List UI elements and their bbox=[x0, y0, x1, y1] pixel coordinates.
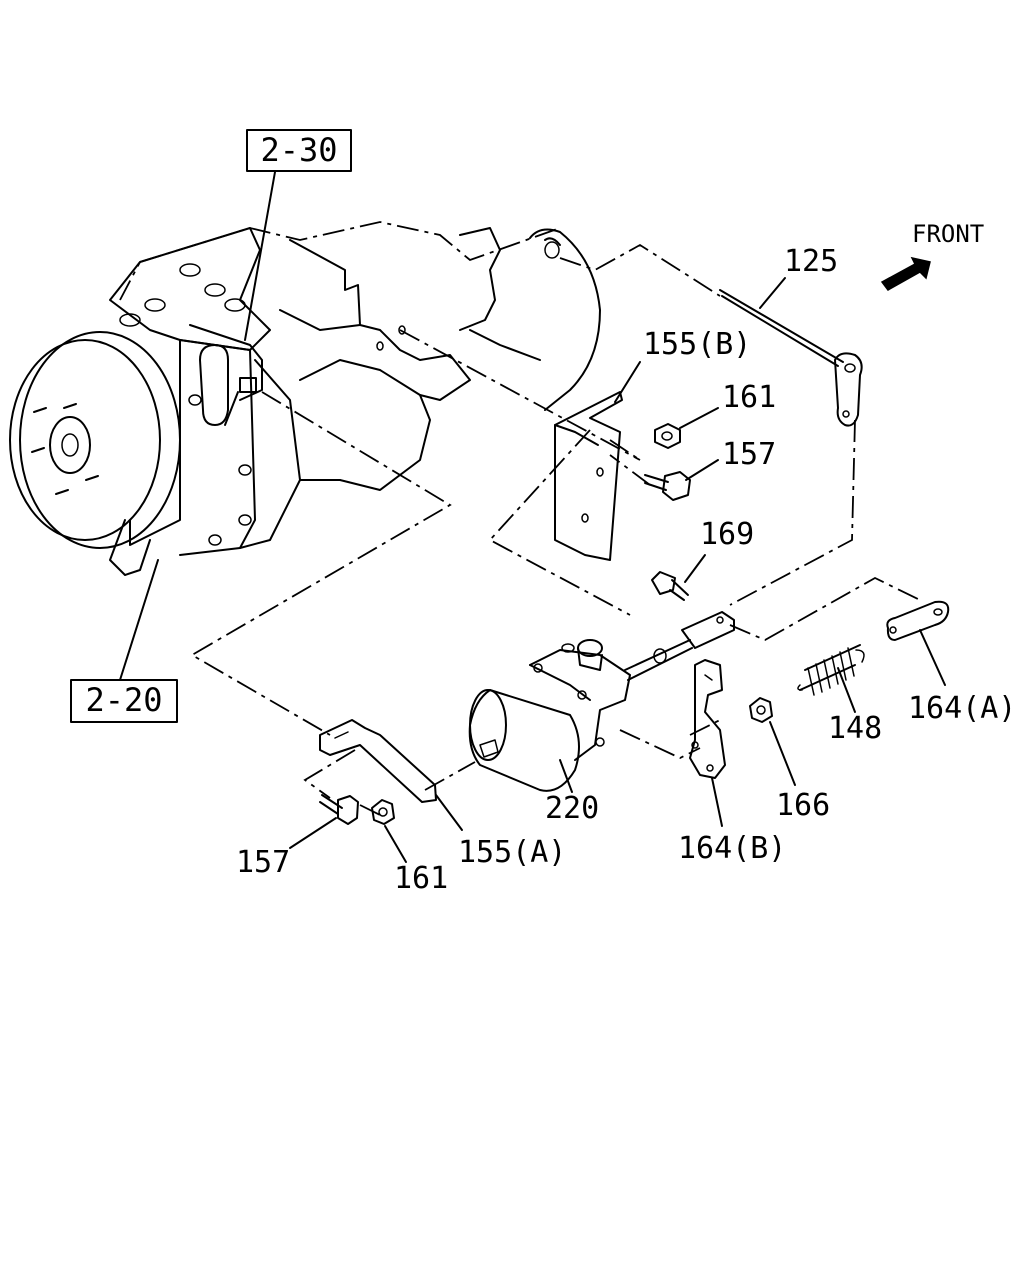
label-164a: 164(A) bbox=[908, 691, 1016, 726]
part-155b-bracket[interactable] bbox=[554, 391, 623, 561]
part-161-nut-top[interactable] bbox=[654, 423, 681, 449]
reference-2-20-label: 2-20 bbox=[85, 681, 162, 719]
label-125: 125 bbox=[784, 244, 838, 279]
reference-box-2-30[interactable]: 2-30 bbox=[246, 129, 352, 172]
part-161-nut-bottom[interactable] bbox=[371, 799, 395, 825]
part-157-bolt-top[interactable] bbox=[644, 471, 691, 501]
assembly-connection-lines bbox=[190, 243, 921, 816]
label-161-top: 161 bbox=[722, 380, 776, 415]
part-148-spring[interactable] bbox=[797, 644, 865, 696]
label-157-bottom: 157 bbox=[236, 845, 290, 880]
part-125-rod[interactable] bbox=[719, 289, 863, 427]
reference-box-2-20[interactable]: 2-20 bbox=[70, 679, 178, 723]
label-155b: 155(B) bbox=[643, 327, 751, 362]
label-157-top: 157 bbox=[722, 437, 776, 472]
front-direction-indicator: FRONT bbox=[880, 220, 984, 291]
label-166: 166 bbox=[776, 788, 830, 823]
label-164b: 164(B) bbox=[678, 831, 786, 866]
part-number-labels: 125 155(B) 161 157 169 164(A) 148 166 22… bbox=[236, 244, 1016, 896]
front-label: FRONT bbox=[912, 220, 984, 248]
part-157-bolt-bottom[interactable] bbox=[319, 794, 359, 825]
part-220-actuator[interactable] bbox=[468, 611, 735, 792]
part-169-bolt[interactable] bbox=[651, 571, 689, 601]
label-169: 169 bbox=[700, 517, 754, 552]
reference-2-30-label: 2-30 bbox=[260, 131, 337, 169]
injection-pump-assembly bbox=[9, 221, 601, 576]
label-155a: 155(A) bbox=[458, 835, 566, 870]
label-161-bottom: 161 bbox=[394, 861, 448, 896]
part-164b-bracket[interactable] bbox=[689, 659, 726, 779]
leader-lines bbox=[119, 171, 946, 863]
part-166-nut[interactable] bbox=[749, 697, 773, 723]
part-164a-lever[interactable] bbox=[886, 600, 950, 641]
front-arrow-icon bbox=[880, 256, 931, 291]
part-155a-bracket[interactable] bbox=[319, 719, 437, 803]
label-148: 148 bbox=[828, 711, 882, 746]
label-220: 220 bbox=[545, 791, 599, 826]
